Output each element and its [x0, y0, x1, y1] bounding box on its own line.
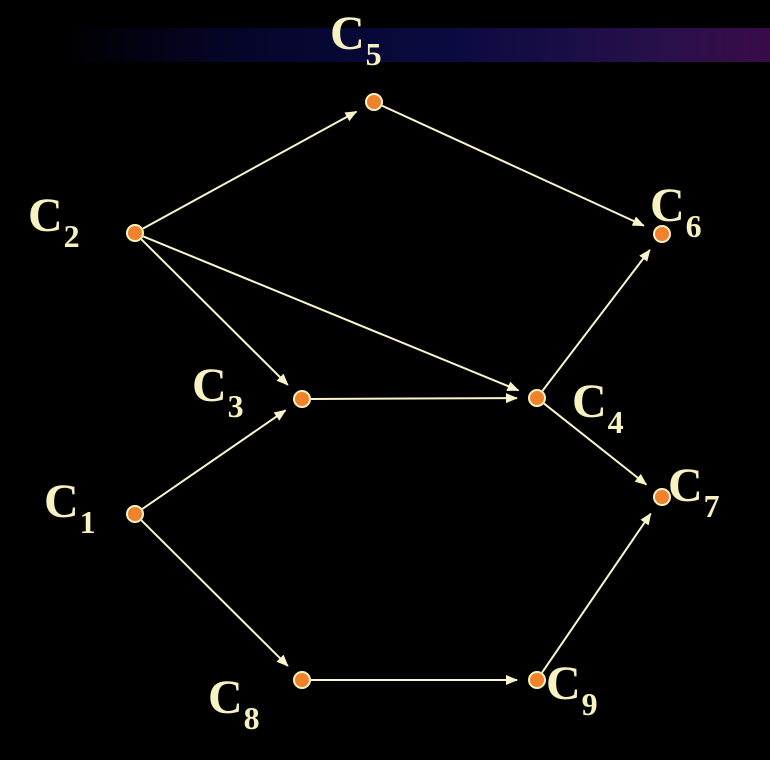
edge-c2-c5	[142, 110, 358, 230]
label-c6-letter: C	[650, 179, 685, 232]
label-c4: C4	[572, 375, 624, 440]
nodes-group	[126, 93, 671, 689]
label-c7: C7	[668, 459, 720, 524]
node-c5	[365, 93, 383, 111]
label-c1-letter: C	[44, 475, 79, 528]
edge-c4-c6	[541, 249, 651, 392]
node-c2	[126, 224, 144, 242]
label-c3: C3	[192, 359, 244, 424]
node-c6	[653, 225, 671, 243]
label-c7-letter: C	[668, 459, 703, 512]
label-c4-letter: C	[572, 375, 607, 428]
label-c3-sub: 3	[227, 388, 244, 424]
node-c9	[528, 671, 546, 689]
label-c9: C9	[546, 657, 598, 722]
label-c5: C5	[330, 7, 382, 72]
edge-c4-c7	[543, 402, 648, 486]
edge-c2-c3	[140, 238, 289, 386]
label-c9-sub: 9	[581, 686, 598, 722]
label-c6-sub: 6	[685, 208, 702, 244]
label-c9-letter: C	[546, 657, 581, 710]
label-c5-sub: 5	[365, 36, 382, 72]
label-c8: C8	[208, 671, 260, 736]
title-bar-gradient	[60, 28, 770, 62]
edge-c9-c7	[541, 512, 652, 674]
edge-c1-c3	[141, 409, 287, 510]
edge-c5-c6	[381, 104, 645, 227]
label-c8-letter: C	[208, 671, 243, 724]
label-c7-sub: 7	[703, 488, 720, 524]
edge-c2-c4	[142, 235, 520, 392]
label-c1-sub: 1	[79, 504, 96, 540]
label-c5-letter: C	[330, 7, 365, 60]
edges-group	[140, 104, 652, 685]
label-c2-sub: 2	[63, 218, 80, 254]
label-c2-letter: C	[28, 189, 63, 242]
label-c2: C2	[28, 189, 80, 254]
label-c6: C6	[650, 179, 702, 244]
label-c8-sub: 8	[243, 700, 260, 736]
edge-c1-c8	[140, 519, 289, 667]
node-c8	[293, 671, 311, 689]
label-c4-sub: 4	[607, 404, 624, 440]
label-c3-letter: C	[192, 359, 227, 412]
node-c1	[126, 505, 144, 523]
label-c1: C1	[44, 475, 96, 540]
edge-c3-c4	[310, 393, 519, 404]
node-c3	[293, 390, 311, 408]
node-c4	[528, 389, 546, 407]
node-c7	[653, 488, 671, 506]
